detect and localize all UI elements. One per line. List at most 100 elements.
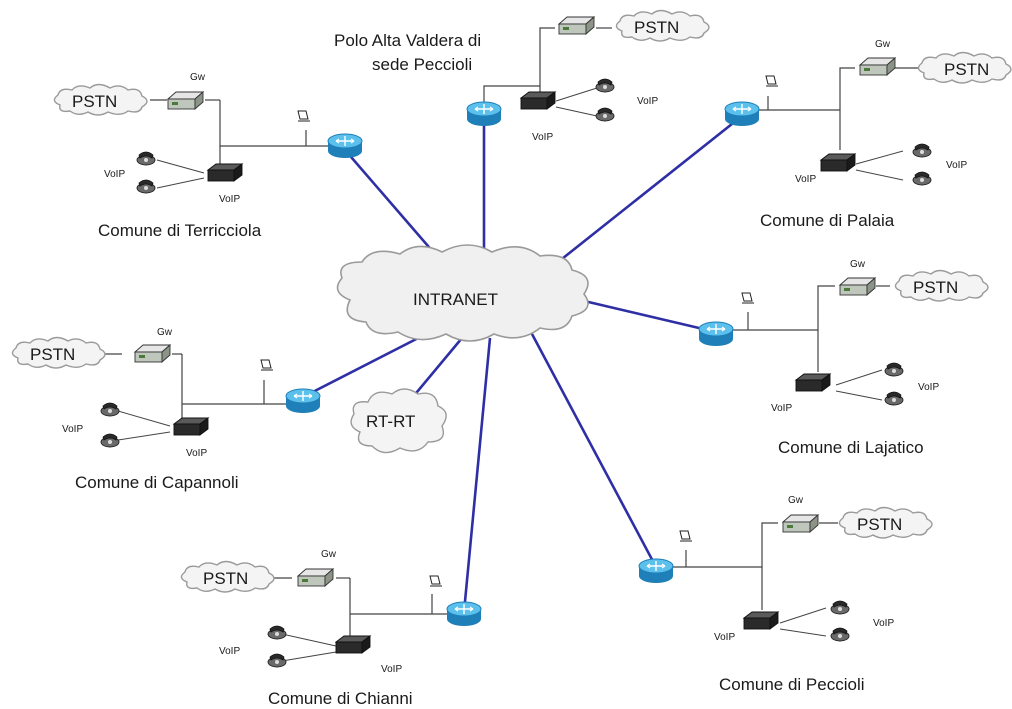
voip-device-label: VoIP <box>532 132 553 143</box>
site-chianni: PSTN Gw VoIP VoIP Comune di Chianni <box>180 549 482 708</box>
pstn-label: PSTN <box>634 18 679 37</box>
pstn-label: PSTN <box>30 345 75 364</box>
voip-device-label: VoIP <box>771 403 792 414</box>
site-title: Comune di Chianni <box>268 689 413 708</box>
pstn-label: PSTN <box>203 569 248 588</box>
voip-phones-label: VoIP <box>637 96 658 107</box>
router-icon <box>724 101 760 127</box>
voip-phones-label: VoIP <box>873 618 894 629</box>
router-icon <box>327 133 363 159</box>
voip-device-icon <box>173 417 209 436</box>
site-polo-alta-valdera: PSTN VoIP VoIP Polo Alta Valdera di sede… <box>334 9 710 143</box>
phone-icon <box>830 627 850 642</box>
router-icon <box>638 558 674 584</box>
voip-phones-label: VoIP <box>104 169 125 180</box>
wireless-access-point-icon <box>765 75 779 87</box>
pstn-label: PSTN <box>913 278 958 297</box>
cloud-icon <box>336 244 589 342</box>
rtrt-label: RT-RT <box>366 412 415 431</box>
gw-label: Gw <box>850 259 866 270</box>
link-rtrt <box>411 337 463 399</box>
link-capannoli <box>302 330 431 399</box>
router-icon <box>285 388 321 414</box>
site-title: Comune di Terricciola <box>98 221 262 240</box>
router-icon <box>466 101 502 127</box>
pstn-cloud: PSTN <box>615 9 710 42</box>
site-palaia: PSTN Gw VoIP VoIP Comune di Palaia <box>724 39 1012 230</box>
phone-icon <box>595 107 615 122</box>
lan-lines <box>150 99 340 189</box>
voip-device-icon <box>335 635 371 654</box>
router-icon <box>698 321 734 347</box>
site-peccioli: PSTN Gw VoIP VoIP Comune di Peccioli <box>638 495 933 694</box>
voip-device-icon <box>207 163 243 182</box>
phone-icon <box>100 402 120 417</box>
gateway-icon <box>558 16 595 35</box>
voip-device-label: VoIP <box>381 664 402 675</box>
pstn-cloud: PSTN <box>894 269 989 302</box>
wireless-access-point-icon <box>297 110 311 122</box>
gw-label: Gw <box>788 495 804 506</box>
link-peccioli <box>530 333 658 568</box>
wireless-access-point-icon <box>741 292 755 304</box>
phone-icon <box>136 179 156 194</box>
phone-icon <box>912 171 932 186</box>
site-title: Comune di Peccioli <box>719 675 865 694</box>
gateway-icon <box>859 57 896 76</box>
wireless-access-point-icon <box>429 575 443 587</box>
voip-device-label: VoIP <box>714 632 735 643</box>
link-palaia <box>547 114 743 272</box>
phone-icon <box>595 78 615 93</box>
phone-icon <box>136 151 156 166</box>
pstn-cloud: PSTN <box>917 51 1012 84</box>
router-icon <box>446 601 482 627</box>
gateway-icon <box>134 344 171 363</box>
phone-icon <box>267 625 287 640</box>
lan-lines <box>732 285 890 401</box>
site-title-line2: sede Peccioli <box>372 55 472 74</box>
pstn-cloud: PSTN <box>11 336 106 369</box>
gw-label: Gw <box>321 549 337 560</box>
voip-phones-label: VoIP <box>918 382 939 393</box>
site-title: Comune di Lajatico <box>778 438 924 457</box>
link-lajatico <box>579 298 717 334</box>
site-title-line1: Polo Alta Valdera di <box>334 31 481 50</box>
gw-label: Gw <box>875 39 891 50</box>
gateway-icon <box>167 91 204 110</box>
pstn-label: PSTN <box>72 92 117 111</box>
gw-label: Gw <box>190 72 206 83</box>
voip-phones-label: VoIP <box>62 424 83 435</box>
voip-device-icon <box>520 91 556 110</box>
site-lajatico: PSTN Gw VoIP VoIP Comune di Lajatico <box>698 259 989 457</box>
voip-device-label: VoIP <box>186 448 207 459</box>
pstn-cloud: PSTN <box>838 506 933 539</box>
gw-label: Gw <box>157 327 173 338</box>
phone-icon <box>100 433 120 448</box>
phone-icon <box>830 600 850 615</box>
pstn-cloud: PSTN <box>53 83 148 116</box>
voip-device-icon <box>795 373 831 392</box>
site-terricciola: PSTN Gw VoIP VoIP Comune di Terricciola <box>53 72 363 240</box>
site-title: Comune di Palaia <box>760 211 895 230</box>
phone-icon <box>884 391 904 406</box>
pstn-label: PSTN <box>857 515 902 534</box>
gateway-icon <box>839 277 876 296</box>
intranet-cloud: INTRANET <box>336 244 589 342</box>
wireless-access-point-icon <box>679 530 693 542</box>
phone-icon <box>912 143 932 158</box>
voip-device-label: VoIP <box>795 174 816 185</box>
voip-device-label: VoIP <box>219 194 240 205</box>
voip-phones-label: VoIP <box>946 160 967 171</box>
voip-device-icon <box>820 153 856 172</box>
link-chianni <box>462 337 492 613</box>
site-capannoli: PSTN Gw VoIP VoIP Comune di Capannoli <box>11 327 321 492</box>
rtrt-cloud: RT-RT <box>350 388 447 454</box>
site-title: Comune di Capannoli <box>75 473 239 492</box>
gateway-icon <box>782 514 819 533</box>
pstn-label: PSTN <box>944 60 989 79</box>
backbone-links <box>302 114 743 613</box>
voip-phones-label: VoIP <box>219 646 240 657</box>
intranet-label: INTRANET <box>413 290 498 309</box>
lan-lines <box>483 27 612 117</box>
